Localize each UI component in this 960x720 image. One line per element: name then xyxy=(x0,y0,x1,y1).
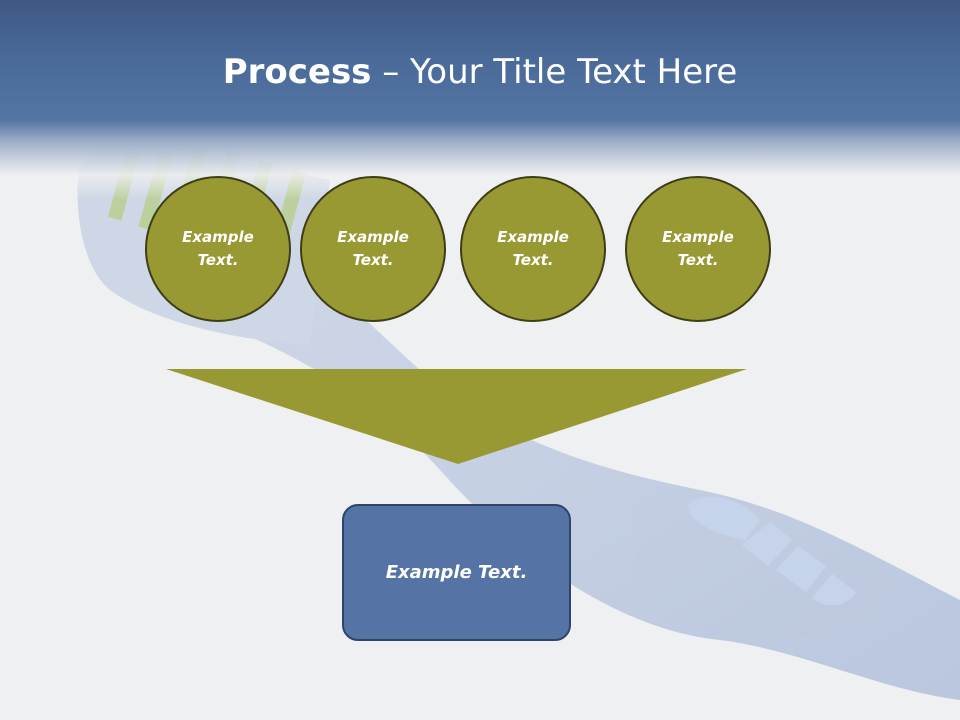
step-label: Example Text. xyxy=(662,228,734,269)
process-step-circle: Example Text. xyxy=(300,176,446,322)
title-rest: – Your Title Text Here xyxy=(371,52,738,92)
result-label: Example Text. xyxy=(385,562,528,583)
step-label: Example Text. xyxy=(497,228,569,269)
slide-title: Process – Your Title Text Here xyxy=(0,52,960,92)
process-step-circle: Example Text. xyxy=(145,176,291,322)
process-step-circle: Example Text. xyxy=(460,176,606,322)
title-bar xyxy=(0,0,960,200)
step-label: Example Text. xyxy=(337,228,409,269)
grip-pads xyxy=(688,496,856,606)
title-bold: Process xyxy=(222,52,372,92)
process-step-circle: Example Text. xyxy=(625,176,771,322)
result-box: Example Text. xyxy=(342,504,571,641)
step-label: Example Text. xyxy=(182,228,254,269)
